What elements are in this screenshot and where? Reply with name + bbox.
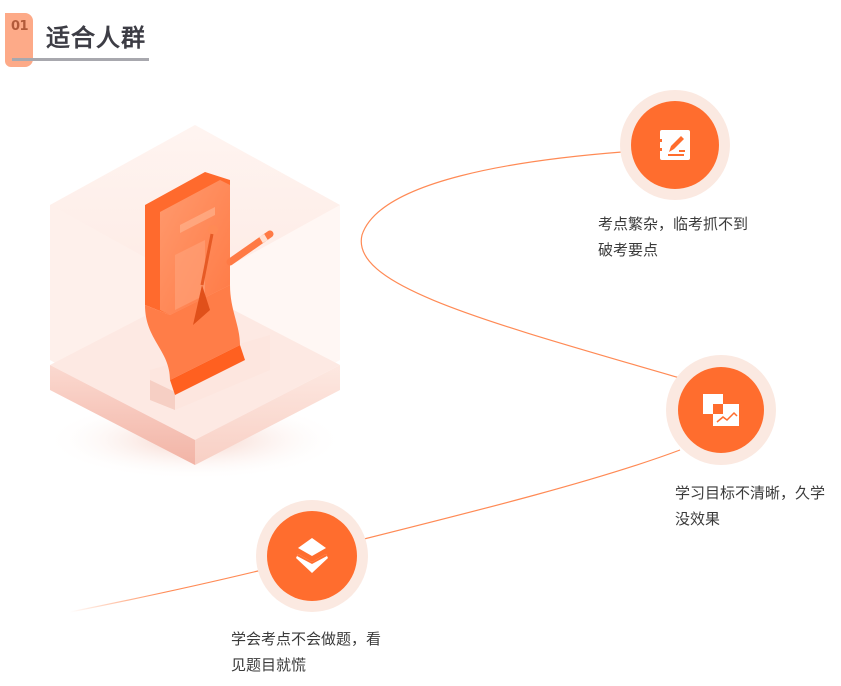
icon-circle [631,101,719,189]
notebook-pen-icon [660,130,690,160]
title-underline [12,58,149,61]
caption-line: 见题目就慌 [231,656,307,674]
caption-line: 没效果 [675,510,721,528]
section-number: 01 [11,19,29,34]
section-header: 01 适合人群 [0,0,160,70]
caption-line: 学习目标不清晰，久学 [675,484,826,502]
icon-circle [267,511,357,601]
section-title: 适合人群 [46,24,146,52]
chart-image-icon [703,394,739,426]
caption-line: 学会考点不会做题，看 [231,630,382,648]
caption-line: 破考要点 [598,241,659,259]
caption-line: 考点繁杂，临考抓不到 [598,215,749,233]
stacked-layers-icon [296,538,328,573]
pen-paper-illustration [30,110,360,480]
icon-circle [678,367,764,453]
